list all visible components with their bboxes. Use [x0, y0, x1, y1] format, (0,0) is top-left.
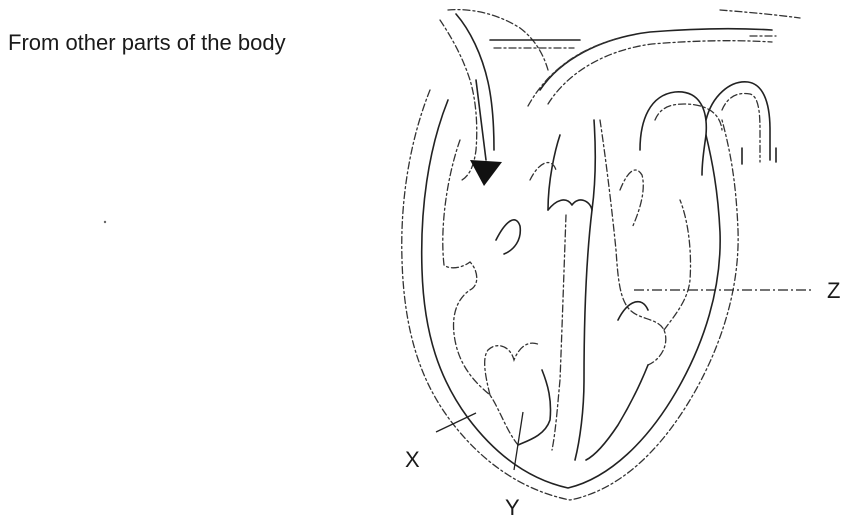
right-chambers	[443, 140, 551, 445]
label-x: X	[405, 447, 420, 472]
vena-cava-vessel	[440, 10, 548, 180]
pulmonary-vessel	[640, 82, 776, 175]
label-y: Y	[505, 495, 520, 520]
speck-mark	[104, 221, 106, 223]
label-z: Z	[827, 278, 840, 303]
septum	[548, 120, 595, 460]
aortic-arch	[490, 10, 800, 106]
heart-outer-wall	[402, 90, 738, 500]
blood-flow-arrow	[470, 80, 502, 186]
annotation-from-body: From other parts of the body	[8, 30, 286, 55]
valve-flaps	[496, 163, 648, 320]
label-x-pointer	[436, 413, 476, 432]
